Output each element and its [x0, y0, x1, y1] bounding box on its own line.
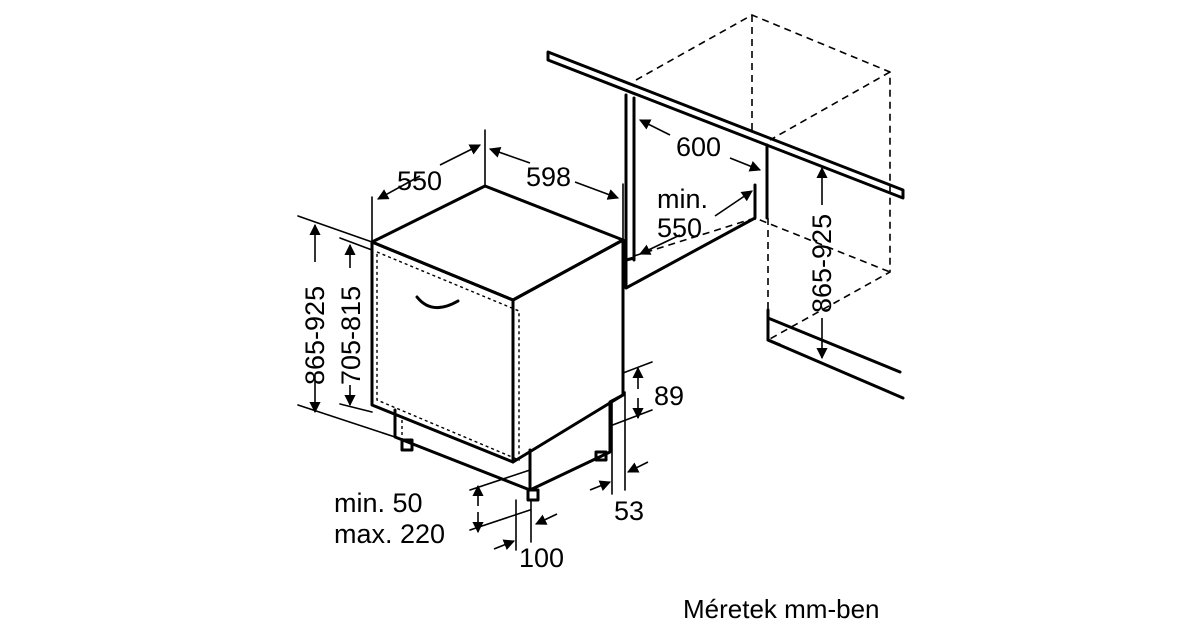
appliance-height-label: 865-925: [300, 286, 330, 385]
plinth-right: [528, 393, 625, 492]
plinth-height-label: 89: [654, 381, 684, 411]
niche-height-label: 865-925: [807, 214, 837, 313]
depth-label: 550: [397, 166, 442, 196]
units-caption: Méretek mm-ben: [683, 594, 880, 624]
installation-niche: [546, 14, 905, 400]
door-height-label: 705-815: [336, 286, 366, 385]
foot-offset-label: 53: [614, 496, 644, 526]
niche-depth-label-line2: 550: [657, 213, 702, 243]
plinth-gap-min-label: min. 50: [334, 488, 423, 518]
countertop: [546, 50, 905, 200]
appliance-dimension-lines: [297, 129, 653, 551]
foot-front: [526, 488, 540, 502]
foot-right: [594, 450, 608, 462]
door-handle: [415, 295, 460, 309]
appliance-top-face: [370, 184, 625, 302]
width-label: 598: [526, 162, 571, 192]
appliance-front-door: [370, 240, 515, 464]
door-outline: [376, 250, 520, 462]
niche-depth-label-line1: min.: [657, 184, 708, 214]
foot-left: [400, 438, 414, 452]
appliance-side-panel: [511, 238, 625, 464]
dishwasher-appliance: [370, 184, 625, 502]
niche-width-label: 600: [676, 132, 721, 162]
plinth-gap-max-label: max. 220: [334, 519, 445, 549]
plinth-depth-label: 100: [519, 543, 564, 573]
